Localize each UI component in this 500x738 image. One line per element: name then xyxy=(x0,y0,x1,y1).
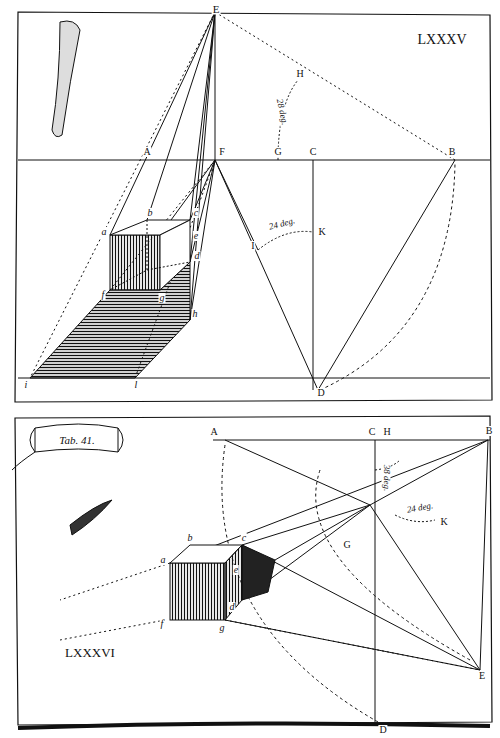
panel-frame xyxy=(15,416,492,725)
point-label: E xyxy=(212,3,221,14)
point-label: g xyxy=(159,293,166,303)
cast-shadow xyxy=(242,545,275,600)
point-label: 28 deg. xyxy=(275,97,290,127)
point-label: b xyxy=(187,533,194,543)
cube-side xyxy=(160,220,190,290)
point-label: c xyxy=(241,533,247,543)
point-label: f xyxy=(101,290,106,300)
point-label: i xyxy=(24,380,29,390)
point-label: C xyxy=(368,427,377,437)
banner-curl xyxy=(12,428,123,470)
cube-front xyxy=(110,235,160,290)
point-label: 24 deg. xyxy=(267,216,297,232)
construction-line xyxy=(225,440,488,670)
angle-arc xyxy=(258,231,313,250)
point-label: F xyxy=(218,147,226,157)
point-label: e xyxy=(233,565,239,575)
point-label: H xyxy=(295,69,304,79)
point-label: d xyxy=(194,251,201,261)
title-banner xyxy=(35,424,118,452)
point-label: A xyxy=(142,147,151,157)
plate-number: LXXXVI xyxy=(64,646,116,659)
point-label: H xyxy=(382,427,391,437)
point-label: g xyxy=(219,623,226,633)
point-label: I xyxy=(250,241,255,251)
point-label: h xyxy=(192,309,199,319)
scroll-rod xyxy=(18,723,490,728)
point-label: G xyxy=(273,147,282,157)
construction-line xyxy=(110,12,215,320)
quill-mark xyxy=(70,500,112,535)
point-label: d xyxy=(229,602,236,612)
point-label: 38 deg. xyxy=(382,464,391,493)
construction-line xyxy=(375,440,376,722)
point-label: K xyxy=(317,227,326,237)
point-label: K xyxy=(439,517,448,527)
point-label: a xyxy=(160,555,167,565)
construction-line xyxy=(318,160,455,390)
construction-arc xyxy=(320,163,455,390)
cube-front xyxy=(170,563,225,620)
point-label: l xyxy=(134,380,139,390)
scroll-curl xyxy=(52,21,80,137)
point-label: E xyxy=(478,671,486,681)
horizon-line xyxy=(213,440,490,441)
point-label: B xyxy=(448,147,457,157)
point-label: G xyxy=(342,540,351,550)
point-label: C xyxy=(309,147,318,157)
point-label: B xyxy=(485,426,494,436)
construction-line xyxy=(215,12,216,160)
construction-line xyxy=(170,440,488,670)
point-label: e xyxy=(193,231,199,241)
point-label: D xyxy=(316,388,325,398)
cube-side xyxy=(225,545,242,620)
point-label: 24 deg. xyxy=(405,501,435,515)
construction-arc xyxy=(316,470,470,660)
horizon-line xyxy=(18,160,490,161)
point-label: c xyxy=(193,208,199,218)
point-label: D xyxy=(378,725,387,735)
plate-number: LXXXV xyxy=(417,33,468,47)
hidden-edge xyxy=(110,220,190,290)
point-label: a xyxy=(101,227,108,237)
construction-arc xyxy=(222,445,378,722)
point-label: A xyxy=(209,427,218,437)
point-label: f xyxy=(160,619,165,629)
construction-line xyxy=(30,12,215,378)
construction-line xyxy=(215,160,318,390)
construction-line xyxy=(215,160,258,250)
angle-arc xyxy=(395,515,435,522)
point-label: b xyxy=(147,208,154,218)
panel-frame xyxy=(15,12,492,402)
table-title: Tab. 41. xyxy=(58,435,95,446)
